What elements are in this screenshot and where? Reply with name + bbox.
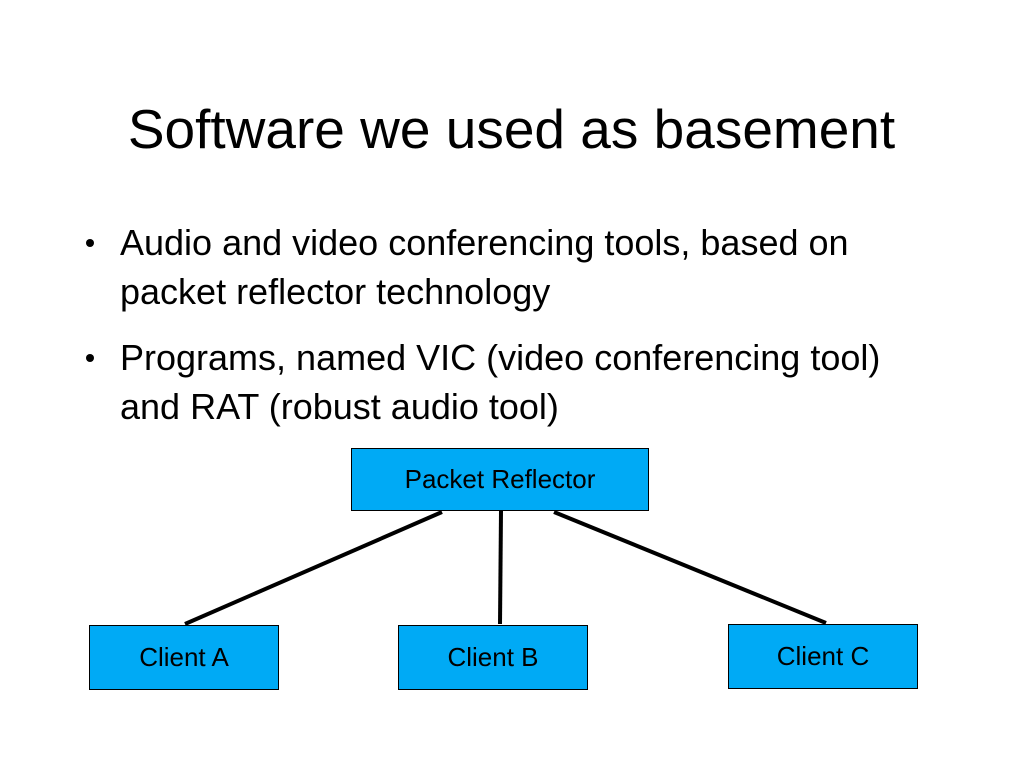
edge-reflector-client-a (184, 510, 443, 626)
bullet-dot-icon (86, 239, 94, 247)
bullet-dot-icon (86, 354, 94, 362)
edge-reflector-client-c (553, 510, 827, 625)
client-a-node: Client A (89, 625, 279, 690)
bullet-text: Programs, named VIC (video conferencing … (120, 337, 881, 427)
client-b-node: Client B (398, 625, 588, 690)
client-c-node: Client C (728, 624, 918, 689)
packet-reflector-node: Packet Reflector (351, 448, 649, 511)
edge-reflector-client-b (498, 510, 503, 625)
bullet-text: Audio and video conferencing tools, base… (120, 222, 849, 312)
bullet-item: Audio and video conferencing tools, base… (80, 218, 940, 316)
bullet-list: Audio and video conferencing tools, base… (80, 218, 940, 448)
client-b-label: Client B (447, 642, 539, 672)
packet-reflector-label: Packet Reflector (404, 464, 596, 494)
client-a-label: Client A (139, 642, 229, 672)
bullet-item: Programs, named VIC (video conferencing … (80, 333, 940, 431)
client-c-label: Client C (776, 641, 870, 671)
slide-title: Software we used as basement (127, 98, 896, 160)
